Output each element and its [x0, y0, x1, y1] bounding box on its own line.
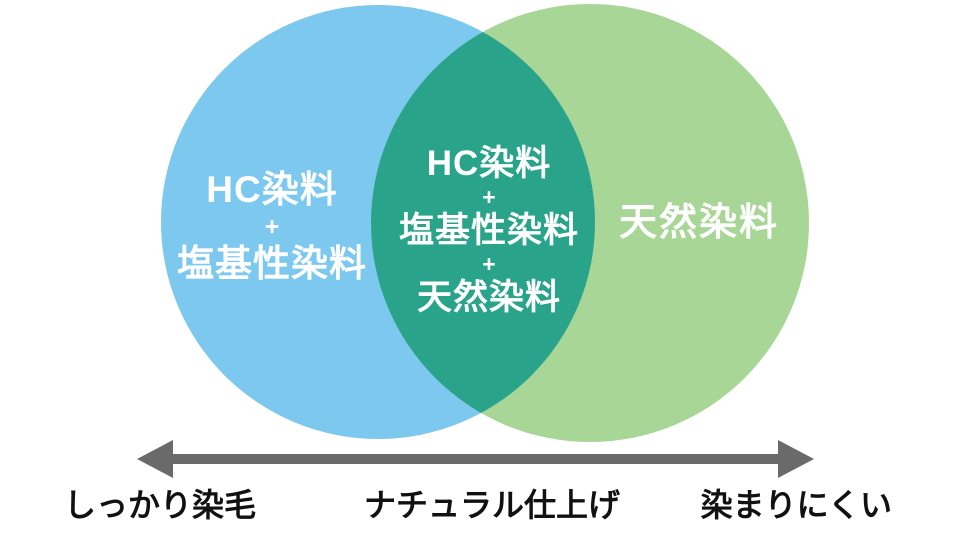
axis-arrow: [137, 440, 814, 478]
left-circle-label: HC染料 + 塩基性染料: [177, 168, 367, 286]
axis-label-natural-finish: ナチュラル仕上げ: [363, 487, 621, 523]
overlap-label: HC染料 + 塩基性染料 + 天然染料: [399, 144, 579, 318]
axis-label-strong-dye: しっかり染毛: [64, 487, 257, 523]
left-circle-label-line1: HC染料: [206, 169, 338, 210]
overlap-label-plus1: +: [482, 184, 496, 210]
axis-arrow-right-head-icon: [778, 440, 814, 478]
overlap-region-shape: [371, 5, 595, 439]
left-circle-label-plus: +: [264, 213, 280, 241]
overlap-label-line3: 天然染料: [416, 278, 562, 317]
left-circle-label-line2: 塩基性染料: [177, 243, 367, 284]
overlap-label-plus2: +: [482, 251, 496, 277]
overlap-label-line2: 塩基性染料: [398, 211, 580, 250]
axis-label-hard-to-dye: 染まりにくい: [700, 487, 892, 523]
axis-arrow-left-head-icon: [137, 440, 173, 478]
overlap-label-line1: HC染料: [426, 144, 552, 183]
right-circle-label: 天然染料: [618, 202, 780, 244]
